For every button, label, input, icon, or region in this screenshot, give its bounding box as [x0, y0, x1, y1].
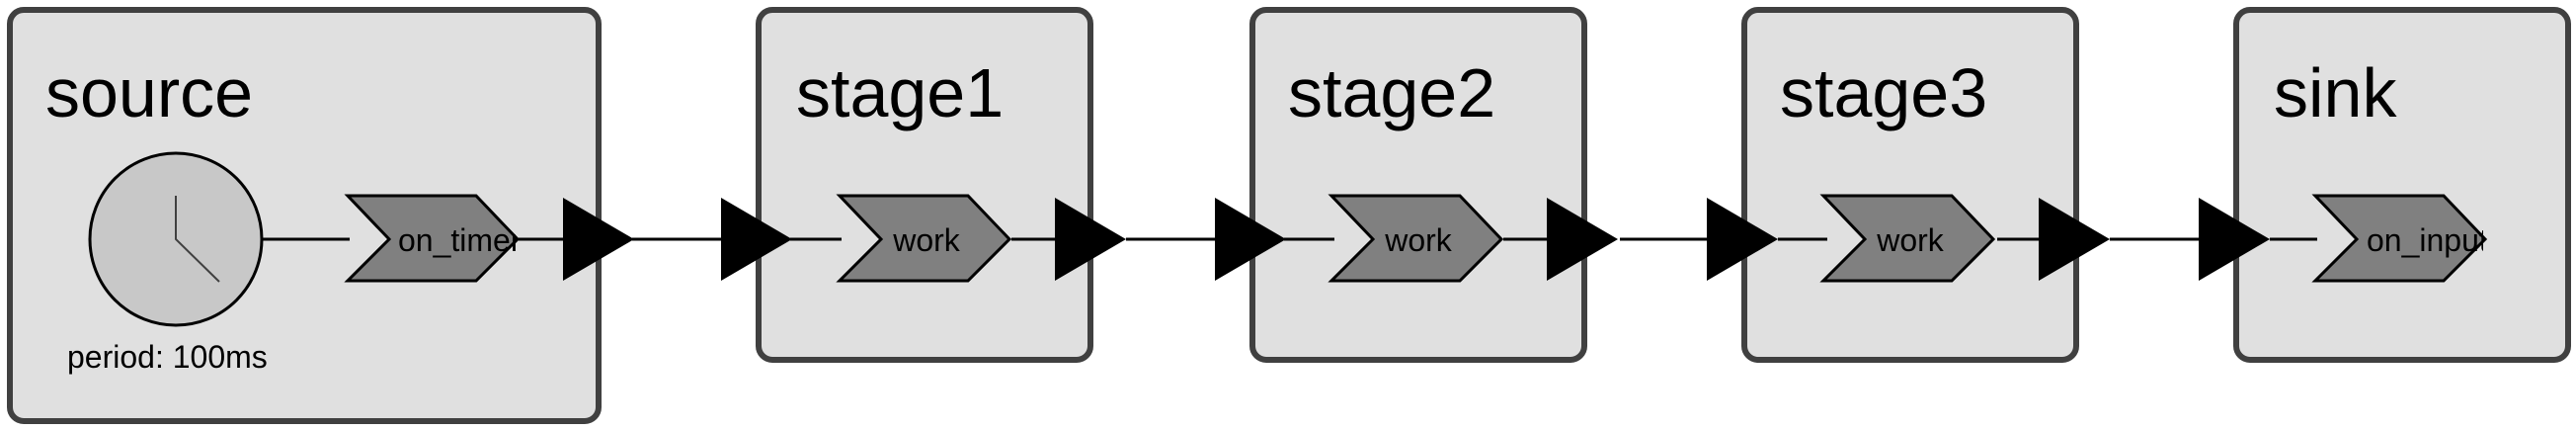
node-sink-port: on_input	[2311, 194, 2488, 283]
node-stage2-port-label: work	[1384, 222, 1453, 258]
node-stage2-box	[1249, 7, 1587, 363]
node-source-title: source	[45, 54, 253, 131]
node-stage2-title: stage2	[1288, 54, 1495, 131]
arrowhead-icon	[1707, 198, 1778, 281]
arrowhead-icon	[1215, 198, 1286, 281]
node-stage1-title: stage1	[796, 54, 1004, 131]
node-stage1-box	[756, 7, 1093, 363]
clock-icon	[88, 151, 264, 327]
node-source-port-label: on_timer	[398, 222, 522, 258]
arrowhead-icon	[721, 198, 792, 281]
arrowhead-icon	[1055, 198, 1126, 281]
arrowhead-icon	[563, 198, 634, 281]
node-source-port: on_timer	[344, 194, 522, 283]
node-stage3-port: work	[1819, 194, 1996, 283]
node-stage3-port-label: work	[1876, 222, 1945, 258]
node-sink-port-label: on_input	[2367, 222, 2488, 258]
arrowhead-icon	[1547, 198, 1618, 281]
arrowhead-icon	[2039, 198, 2110, 281]
node-stage1-port-label: work	[892, 222, 961, 258]
node-source-note: period: 100ms	[67, 339, 268, 375]
node-sink-title: sink	[2274, 54, 2397, 131]
node-stage2-port: work	[1328, 194, 1504, 283]
arrowhead-icon	[2199, 198, 2270, 281]
node-stage1-port: work	[836, 194, 1012, 283]
node-sink-box	[2233, 7, 2571, 363]
node-stage3-box	[1741, 7, 2079, 363]
node-stage3-title: stage3	[1780, 54, 1987, 131]
